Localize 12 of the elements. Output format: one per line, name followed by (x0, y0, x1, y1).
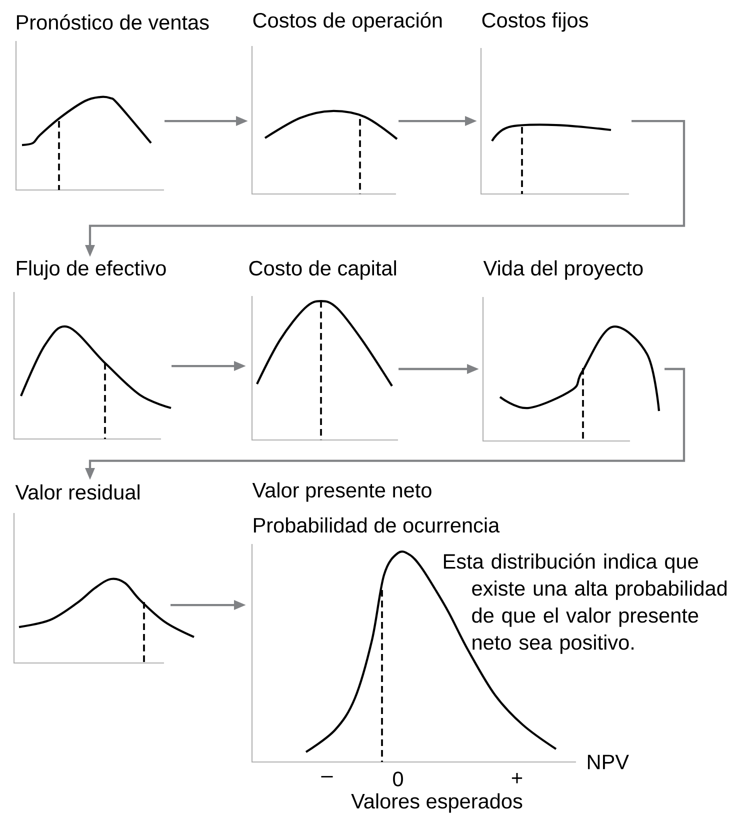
axis-title: Valores esperados (351, 793, 522, 813)
annotation-text: Esta distribución indica que existe una alta probabilidad de que el valor presente neto sea positivo. (444, 553, 727, 654)
chart-heading: Valor presente neto (252, 482, 432, 502)
chart-heading: Costo de capital (249, 260, 396, 280)
chart-heading: Pronóstico de ventas (16, 14, 209, 30)
axis-title: Probabilidad de ocurrencia (254, 517, 500, 533)
chart-heading: Vida del proyecto (483, 260, 643, 280)
chart-heading: Flujo de efectivo (16, 260, 166, 280)
chart-heading: Costos fijos (482, 12, 588, 32)
chart-heading: Valor residual (15, 484, 140, 500)
axis-label: NPV (588, 754, 629, 770)
chart-heading: Costos de operación (253, 12, 442, 32)
